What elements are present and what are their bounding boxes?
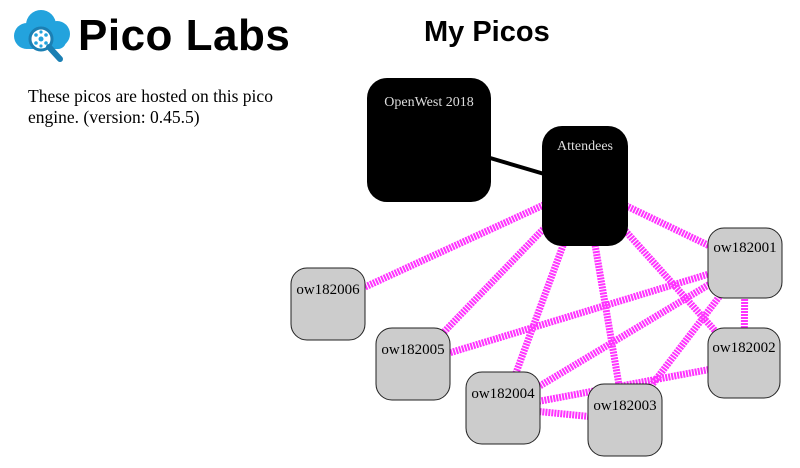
cloud-search-icon [14,10,70,62]
pico-box[interactable] [465,371,541,445]
brand[interactable]: Pico Labs [10,4,290,68]
page-title: My Picos [424,16,550,48]
subscription-link-ow182001-ow182005[interactable] [411,259,747,368]
pico-box[interactable] [707,227,783,299]
pico-ow182004[interactable]: ow182004 [465,371,541,445]
pico-label: ow182006 [296,282,360,298]
pico-ow182001[interactable]: ow182001 [707,227,783,299]
pico-attendees[interactable]: Attendees [542,126,628,246]
subscription-link-attendees-ow182006[interactable] [326,182,587,308]
pico-ow182005[interactable]: ow182005 [375,327,451,401]
pico-label: Attendees [557,139,613,154]
pico-label: OpenWest 2018 [384,95,473,110]
pico-box[interactable] [375,327,451,401]
pico-label: ow182003 [593,398,656,414]
pico-label: ow182005 [381,342,444,358]
subscription-link-ow182002-ow182004[interactable] [502,359,745,412]
pico-ow182002[interactable]: ow182002 [707,327,781,399]
host-info-text: These picos are hosted on this pico engi… [28,86,273,127]
subscription-link-attendees-ow182005[interactable] [410,183,588,367]
pico-openwest[interactable]: OpenWest 2018 [367,78,491,202]
pico-box[interactable] [542,126,628,246]
pico-label: ow182004 [471,386,535,402]
pico-ow182003[interactable]: ow182003 [587,383,663,457]
pico-box[interactable] [587,383,663,457]
pico-ow182006[interactable]: ow182006 [290,267,366,341]
subscription-link-ow182001-ow182004[interactable] [501,259,747,412]
pico-box[interactable] [367,78,491,202]
pico-box[interactable] [707,327,781,399]
pico-label: ow182001 [713,240,776,256]
pico-label: ow182002 [712,340,775,356]
pico-box[interactable] [290,267,366,341]
brand-title: Pico Labs [78,11,291,60]
